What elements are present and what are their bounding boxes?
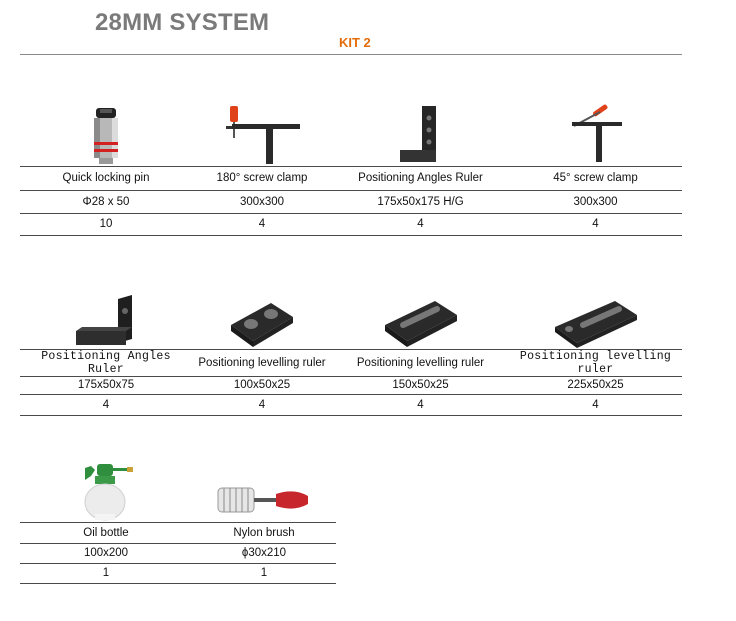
product-quantity: 1 [192, 562, 336, 584]
product-size: 100x50x25 [192, 375, 332, 394]
product-name: Positioning Angles Ruler [332, 165, 509, 190]
product-image-cell [509, 92, 682, 166]
product-image-cell [509, 276, 682, 349]
kit-table-3: Oil bottle Nylon brush 100x200 ϕ30x210 1… [20, 450, 336, 584]
product-quantity: 4 [509, 212, 682, 236]
locking-pin-icon [94, 107, 118, 164]
product-name: Nylon brush [192, 521, 336, 543]
screw-clamp-180-icon [226, 105, 300, 164]
kit-table-1: Quick locking pin 180° screw clamp Posit… [20, 92, 682, 236]
product-name: Positioning levelling ruler [509, 348, 682, 376]
product-size: 150x50x25 [332, 375, 509, 394]
product-size: 175x50x75 [20, 375, 192, 394]
product-size: 100x200 [20, 542, 192, 563]
product-size: Φ28 x 50 [20, 189, 192, 213]
product-name: Quick locking pin [20, 165, 192, 190]
levelling-block-long-slot-icon [554, 300, 637, 348]
product-image-cell [192, 92, 332, 166]
product-size: ϕ30x210 [192, 542, 336, 563]
product-name: Positioning levelling ruler [192, 348, 332, 376]
product-name: 45° screw clamp [509, 165, 682, 190]
product-quantity: 10 [20, 212, 192, 236]
product-name: 180° screw clamp [192, 165, 332, 190]
product-quantity: 4 [192, 212, 332, 236]
angle-ruler-tall-icon [399, 105, 436, 162]
product-size: 225x50x25 [509, 375, 682, 394]
header-divider [20, 54, 682, 55]
product-quantity: 4 [332, 212, 509, 236]
page-title: 28MM SYSTEM [95, 9, 270, 36]
angle-ruler-short-icon [76, 294, 132, 345]
screw-clamp-45-icon [571, 104, 622, 162]
product-image-cell [192, 450, 336, 522]
oil-spray-bottle-icon [84, 463, 133, 520]
product-quantity: 4 [332, 393, 509, 416]
nylon-brush-icon [217, 487, 308, 512]
kit-label: KIT 2 [339, 35, 371, 50]
product-quantity: 4 [20, 393, 192, 416]
product-quantity: 1 [20, 562, 192, 584]
product-quantity: 4 [509, 393, 682, 416]
product-image-cell [20, 276, 192, 349]
product-image-cell [332, 276, 509, 349]
product-image-cell [332, 92, 509, 166]
product-image-cell [20, 450, 192, 522]
levelling-block-slot-icon [384, 300, 457, 347]
product-size: 300x300 [192, 189, 332, 213]
levelling-block-two-holes-icon [231, 302, 293, 347]
product-image-cell [192, 276, 332, 349]
product-name: Oil bottle [20, 521, 192, 543]
product-name: Positioning Angles Ruler [20, 348, 192, 376]
kit-table-2: Positioning Angles Ruler Positioning lev… [20, 276, 682, 416]
product-name: Positioning levelling ruler [332, 348, 509, 376]
product-size: 300x300 [509, 189, 682, 213]
product-quantity: 4 [192, 393, 332, 416]
product-image-cell [20, 92, 192, 166]
product-size: 175x50x175 H/G [332, 189, 509, 213]
